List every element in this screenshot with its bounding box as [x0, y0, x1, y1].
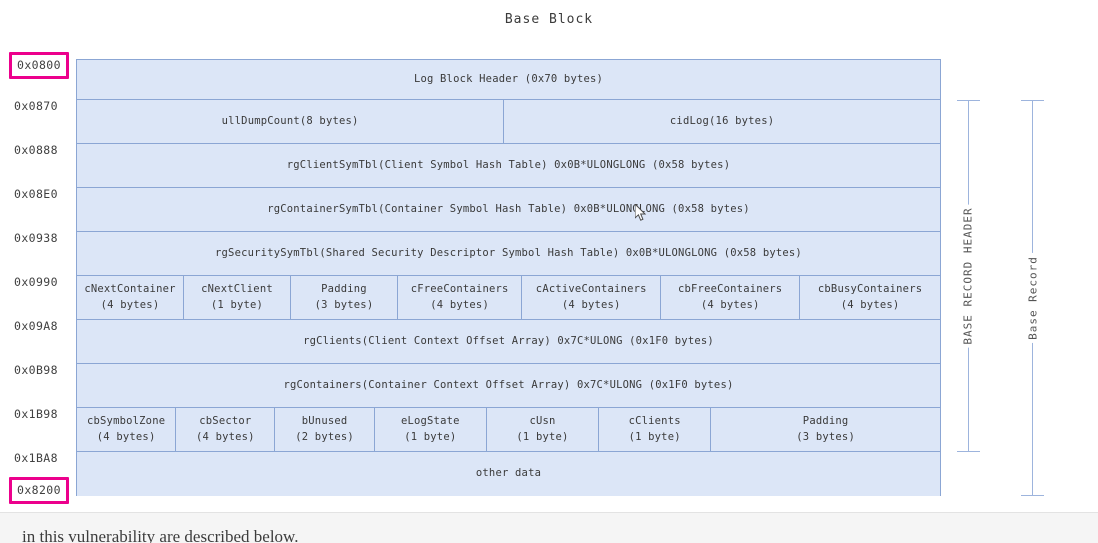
- field-size: (2 bytes): [295, 430, 354, 443]
- field-size: (3 bytes): [796, 430, 855, 443]
- table-row: rgContainerSymTbl(Container Symbol Hash …: [77, 188, 940, 232]
- field-cell: cFreeContainers (4 bytes): [398, 276, 523, 319]
- table-row: rgClients(Client Context Offset Array) 0…: [77, 320, 940, 364]
- memory-layout-table: Log Block Header (0x70 bytes) ullDumpCou…: [76, 59, 941, 496]
- field-cell: rgClientSymTbl(Client Symbol Hash Table)…: [77, 144, 940, 187]
- field-name: bUnused: [301, 415, 348, 428]
- field-cell: cidLog(16 bytes): [504, 100, 940, 143]
- field-name: cClients: [628, 415, 681, 428]
- field-name: ullDumpCount(8 bytes): [221, 114, 359, 127]
- field-name: cNextClient: [201, 283, 273, 296]
- bottom-clipped-text-strip: in this vulnerability are described belo…: [0, 512, 1098, 543]
- field-size: (4 bytes): [430, 298, 489, 311]
- address-label-0: 0x0800: [9, 52, 69, 79]
- bracket-base-record: Base Record: [1021, 100, 1044, 496]
- address-label-8: 0x1B98: [14, 407, 58, 421]
- table-row: ullDumpCount(8 bytes) cidLog(16 bytes): [77, 100, 940, 144]
- bracket-cap-bottom: [957, 451, 980, 452]
- field-name: Padding: [802, 415, 849, 428]
- address-label-10: 0x8200: [9, 477, 69, 504]
- field-size: (1 byte): [516, 430, 569, 443]
- field-cell: rgClients(Client Context Offset Array) 0…: [77, 320, 940, 363]
- table-row: cNextContainer (4 bytes) cNextClient (1 …: [77, 276, 940, 320]
- field-size: (3 bytes): [314, 298, 374, 311]
- field-name: other data: [475, 467, 542, 480]
- field-name: cNextContainer: [84, 283, 176, 296]
- field-name: cbFreeContainers: [677, 283, 783, 296]
- field-size: (1 byte): [404, 430, 457, 443]
- field-cell: rgContainers(Container Context Offset Ar…: [77, 364, 940, 407]
- field-cell: Log Block Header (0x70 bytes): [77, 60, 940, 99]
- address-gutter: 0x0800 0x0870 0x0888 0x08E0 0x0938 0x099…: [0, 0, 76, 542]
- field-size: (1 byte): [210, 298, 264, 311]
- field-name: rgContainerSymTbl(Container Symbol Hash …: [267, 202, 750, 215]
- field-name: cUsn: [529, 415, 556, 428]
- field-cell: cbFreeContainers (4 bytes): [661, 276, 801, 319]
- field-name: rgClients(Client Context Offset Array) 0…: [303, 334, 714, 347]
- field-cell: rgContainerSymTbl(Container Symbol Hash …: [77, 188, 940, 231]
- field-name: cbSymbolZone: [86, 415, 166, 428]
- field-name: eLogState: [400, 415, 460, 428]
- field-cell: Padding (3 bytes): [291, 276, 398, 319]
- table-row: Log Block Header (0x70 bytes): [77, 60, 940, 100]
- bracket-base-record-header: BASE RECORD HEADER: [957, 100, 980, 452]
- field-name: Log Block Header (0x70 bytes): [413, 72, 604, 85]
- field-size: (4 bytes): [840, 298, 900, 311]
- field-name: rgSecuritySymTbl(Shared Security Descrip…: [215, 246, 802, 259]
- bracket-cap-bottom: [1021, 495, 1044, 496]
- field-size: (4 bytes): [700, 298, 760, 311]
- field-name: cFreeContainers: [410, 283, 509, 296]
- address-label-6: 0x09A8: [14, 319, 58, 333]
- field-cell: other data: [77, 452, 940, 496]
- field-size: (4 bytes): [96, 430, 156, 443]
- field-name: cbBusyContainers: [817, 283, 923, 296]
- field-cell: cbSymbolZone (4 bytes): [77, 408, 177, 451]
- bracket-label: BASE RECORD HEADER: [959, 204, 976, 348]
- field-size: (1 byte): [628, 430, 681, 443]
- table-row: cbSymbolZone (4 bytes) cbSector (4 bytes…: [77, 408, 940, 452]
- field-name: cidLog(16 bytes): [669, 114, 775, 127]
- field-name: Padding: [321, 283, 367, 296]
- address-label-1: 0x0870: [14, 99, 58, 113]
- field-cell: ullDumpCount(8 bytes): [77, 100, 505, 143]
- field-cell: bUnused (2 bytes): [275, 408, 375, 451]
- field-size: (4 bytes): [100, 298, 160, 311]
- bracket-label: Base Record: [1024, 253, 1041, 343]
- field-cell: cNextClient (1 byte): [184, 276, 291, 319]
- table-row: rgContainers(Container Context Offset Ar…: [77, 364, 940, 408]
- field-name: rgClientSymTbl(Client Symbol Hash Table)…: [286, 158, 731, 171]
- field-cell: cActiveContainers (4 bytes): [522, 276, 662, 319]
- clipped-paragraph-text: in this vulnerability are described belo…: [22, 527, 299, 543]
- address-label-9: 0x1BA8: [14, 451, 58, 465]
- field-cell: cUsn (1 byte): [487, 408, 600, 451]
- field-size: (4 bytes): [561, 298, 621, 311]
- field-cell: eLogState (1 byte): [375, 408, 487, 451]
- field-name: cbSector: [199, 415, 252, 428]
- table-row: rgClientSymTbl(Client Symbol Hash Table)…: [77, 144, 940, 188]
- field-cell: cbSector (4 bytes): [176, 408, 276, 451]
- page-title: Base Block: [504, 12, 594, 27]
- table-row: other data: [77, 452, 940, 496]
- field-cell: cClients (1 byte): [599, 408, 712, 451]
- field-name: cActiveContainers: [535, 283, 647, 296]
- address-label-7: 0x0B98: [14, 363, 58, 377]
- address-label-3: 0x08E0: [14, 187, 58, 201]
- field-name: rgContainers(Container Context Offset Ar…: [283, 378, 734, 391]
- table-row: rgSecuritySymTbl(Shared Security Descrip…: [77, 232, 940, 276]
- address-label-2: 0x0888: [14, 143, 58, 157]
- field-cell: cbBusyContainers (4 bytes): [800, 276, 940, 319]
- address-label-5: 0x0990: [14, 275, 58, 289]
- field-cell: Padding (3 bytes): [711, 408, 940, 451]
- address-label-4: 0x0938: [14, 231, 58, 245]
- field-cell: cNextContainer (4 bytes): [77, 276, 184, 319]
- field-cell: rgSecuritySymTbl(Shared Security Descrip…: [77, 232, 940, 275]
- field-size: (4 bytes): [196, 430, 255, 443]
